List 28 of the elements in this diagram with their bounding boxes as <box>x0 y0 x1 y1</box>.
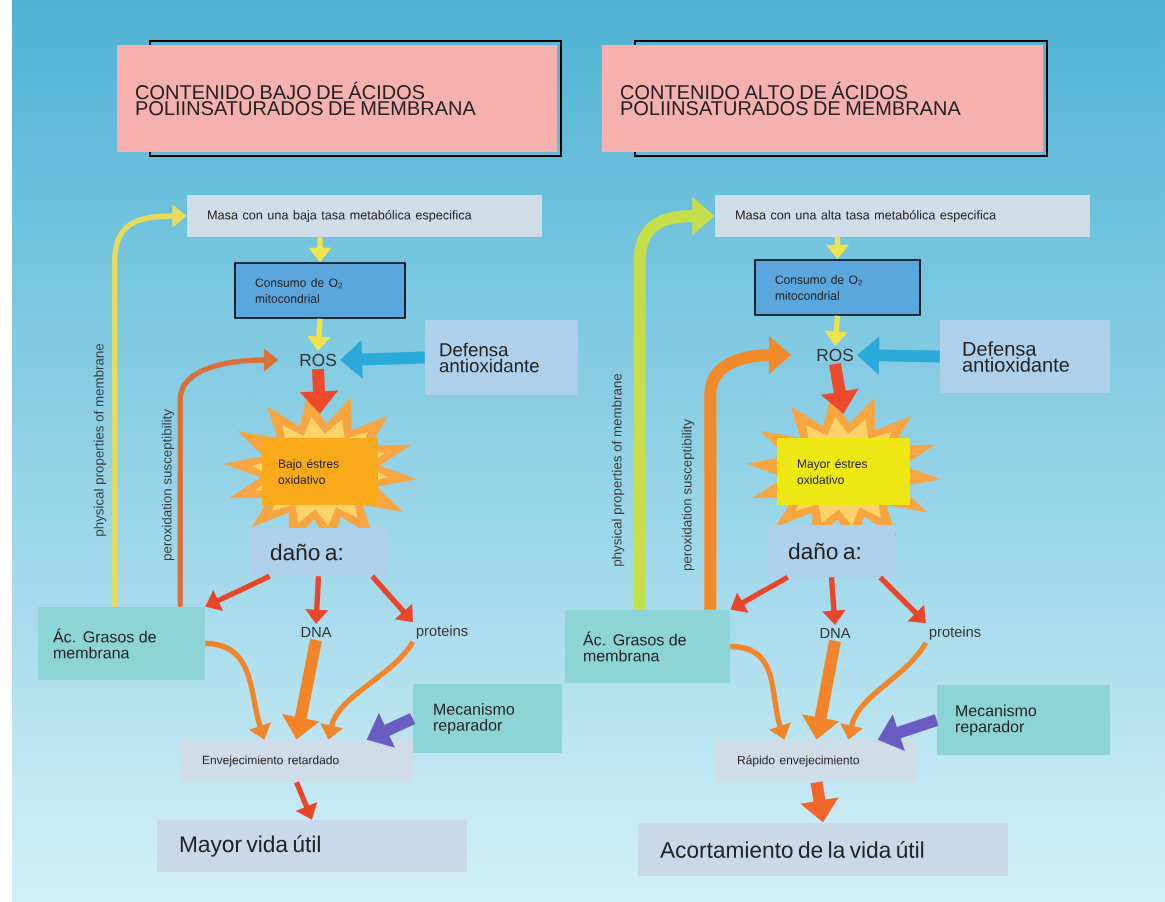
target-box: Ác. Grasos de membrana <box>38 606 205 681</box>
process-box: Rápido envejecimiento <box>715 740 918 782</box>
input-box: Mecanismo reparador <box>936 685 1111 755</box>
process-box: daño a: <box>768 525 895 577</box>
result-box: Acortamiento de la vida útil <box>638 822 1008 877</box>
edge-label: physical properties of membrane <box>93 343 107 536</box>
node-label: ROS <box>300 353 336 367</box>
input-box: Defensa antioxidante <box>424 320 579 395</box>
process-box: Consumo de O$_{2}$ mitocondrial <box>754 259 921 316</box>
process-box: daño a: <box>249 528 388 576</box>
input-box: Mecanismo reparador <box>412 683 563 754</box>
node-label: DNA <box>301 626 332 638</box>
edge-label: peroxidation susceptibility <box>161 409 175 561</box>
process-box: Masa con una alta tasa metabólica especifica <box>715 195 1090 237</box>
edge-label: physical properties of membrane <box>611 373 625 566</box>
edge-label: peroxidation susceptibility <box>681 419 695 571</box>
node-label: ROS <box>817 348 853 362</box>
process-box: Consumo de O$_{2}$ mitocondrial <box>234 262 406 319</box>
process-box: Masa con una baja tasa metabólica especifica <box>187 195 542 237</box>
input-box: Defensa antioxidante <box>940 319 1110 394</box>
node-label: proteins <box>416 625 468 639</box>
process-box: Envejecimiento retardado <box>179 740 414 782</box>
node-label: DNA <box>820 627 851 639</box>
node-label: proteins <box>929 626 981 640</box>
title-box: CONTENIDO ALTO DE ÁCIDOS POLIINSATURADOS DE MEMBRANA <box>601 40 1048 157</box>
result-box: Mayor vida útil <box>157 820 467 872</box>
target-box: Ác. Grasos de membrana <box>564 609 731 684</box>
title-box: CONTENIDO BAJO DE ÁCIDOS POLIINSATURADOS DE MEMBRANA <box>117 40 562 157</box>
